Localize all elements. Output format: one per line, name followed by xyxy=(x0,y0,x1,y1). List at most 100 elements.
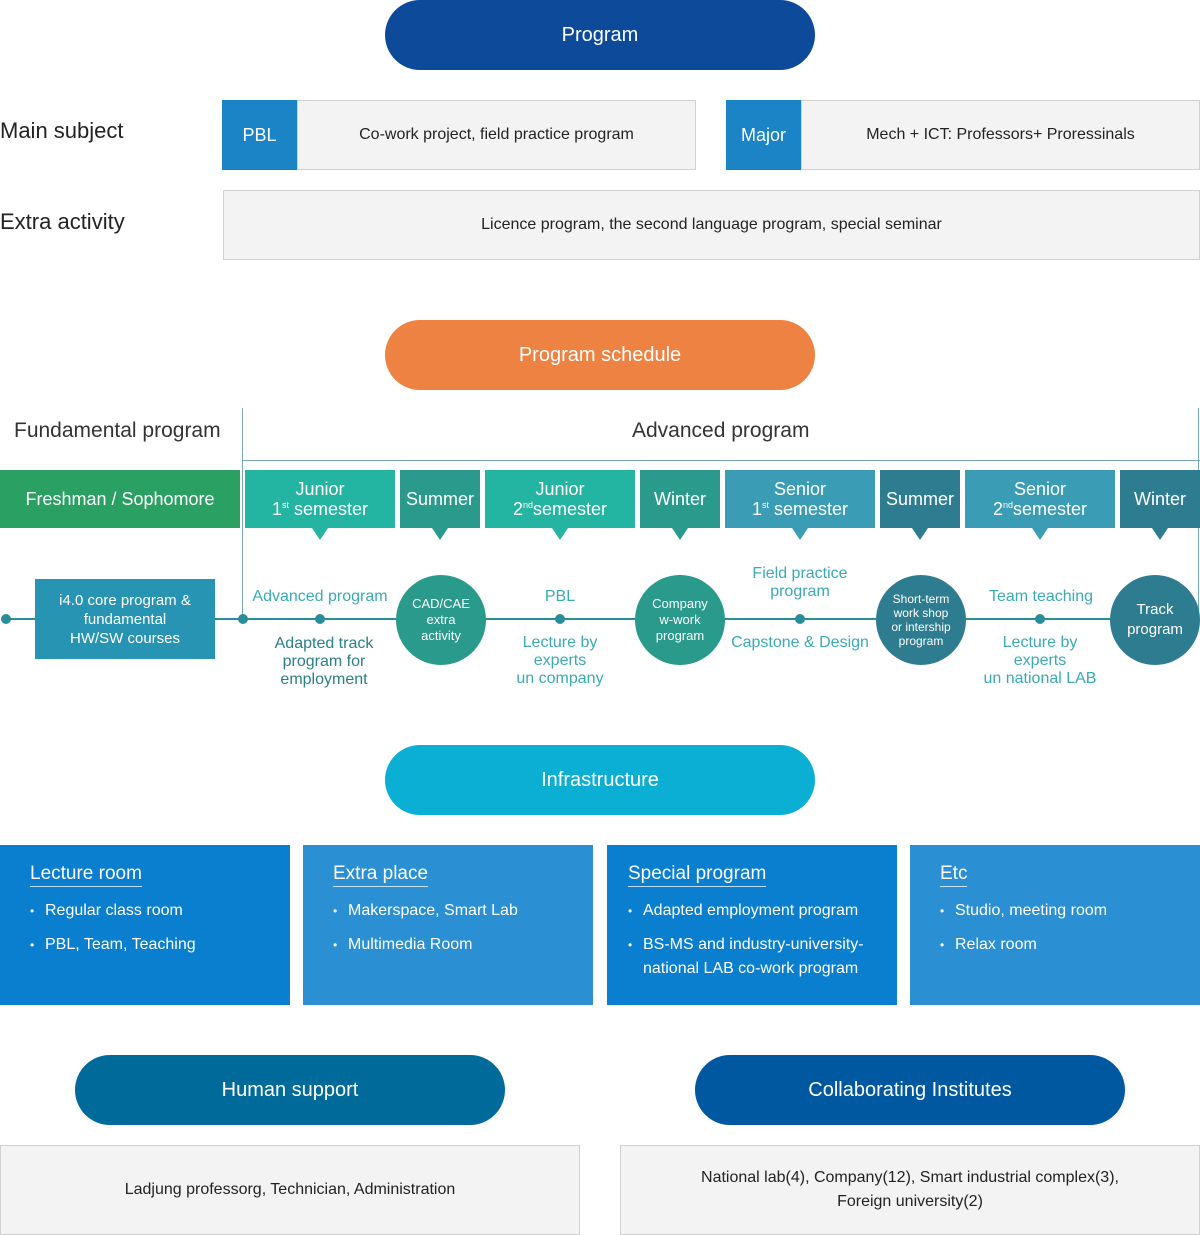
program-header: Program xyxy=(385,0,815,70)
extra-activity-description: Licence program, the second language pro… xyxy=(223,190,1200,260)
list-item: Studio, meeting room xyxy=(940,899,1200,923)
tab-senior-1st-sem: semester xyxy=(769,499,849,519)
list-item-line-2: national LAB co-work program xyxy=(643,960,859,977)
lecture-company-line-1: Lecture by xyxy=(522,634,598,651)
tab-junior-2nd: Junior 2ndsemester xyxy=(485,470,635,540)
major-description: Mech + ICT: Professors+ Proressinals xyxy=(801,100,1200,170)
collaborating-description: National lab(4), Company(12), Smart indu… xyxy=(620,1145,1200,1235)
major-tag: Major xyxy=(726,100,801,170)
adapted-line-2: program for xyxy=(282,653,366,670)
tab-senior-2nd-sup: nd xyxy=(1002,500,1013,510)
cad-line-2: extra xyxy=(426,612,456,627)
tab-pointer xyxy=(552,528,568,540)
advanced-program-label: Advanced program xyxy=(632,419,810,442)
lecture-company-line-2: experts xyxy=(533,652,587,669)
schedule-title: Program schedule xyxy=(518,343,682,366)
fundamental-divider xyxy=(242,408,243,622)
list-item: BS-MS and industry-university-national L… xyxy=(628,933,897,981)
list-item: Adapted employment program xyxy=(628,899,897,923)
list-item: Makerspace, Smart Lab xyxy=(333,899,593,923)
tab-senior-1st-sup: st xyxy=(761,500,769,510)
timeline-line xyxy=(5,618,1195,620)
short-line-3: or intership xyxy=(891,620,951,634)
infra-card-title: Extra place xyxy=(333,863,429,887)
tab-summer-2: Summer xyxy=(880,470,960,540)
infra-card-extra-place: Extra place Makerspace, Smart Lab Multim… xyxy=(303,845,593,1005)
collaborating-title: Collaborating Institutes xyxy=(808,1078,1012,1101)
tab-junior-2nd-sup: nd xyxy=(522,500,533,510)
schedule-header: Program schedule xyxy=(385,320,815,390)
tab-summer-1-label: Summer xyxy=(405,489,474,509)
timeline-dot xyxy=(795,614,805,624)
track-line-1: Track xyxy=(1136,601,1174,618)
tab-junior-2nd-word: Junior xyxy=(535,479,585,499)
tab-junior-1st-sup: st xyxy=(281,500,289,510)
short-line-1: Short-term xyxy=(892,592,950,606)
label-team-teaching: Team teaching xyxy=(988,588,1094,605)
timeline-dot xyxy=(555,614,565,624)
fundamental-program-label: Fundamental program xyxy=(14,419,221,442)
adapted-line-1: Adapted track xyxy=(274,635,374,652)
circle-track-program: Track program xyxy=(1110,575,1200,665)
list-item-line-1: BS-MS and industry-university- xyxy=(643,936,864,953)
infra-card-list: Adapted employment program BS-MS and ind… xyxy=(628,899,897,981)
infrastructure-header: Infrastructure xyxy=(385,745,815,815)
adapted-line-3: employment xyxy=(280,671,368,688)
tab-senior-1st-word: Senior xyxy=(773,479,827,499)
tab-summer-2-label: Summer xyxy=(885,489,954,509)
company-line-1: Company xyxy=(652,596,708,611)
tab-pointer xyxy=(1152,528,1168,540)
field-line-1: Field practice xyxy=(752,565,848,582)
tab-senior-2nd: Senior 2ndsemester xyxy=(965,470,1115,540)
tab-junior-2nd-sem: semester xyxy=(533,499,608,519)
timeline-dot xyxy=(238,614,248,624)
advanced-header-line xyxy=(242,460,1200,461)
infra-card-title: Lecture room xyxy=(30,863,142,887)
field-line-2: program xyxy=(770,583,830,600)
tab-pointer xyxy=(912,528,928,540)
tab-winter-1-label: Winter xyxy=(653,489,706,509)
infra-card-title: Etc xyxy=(940,863,968,887)
lecture-lab-line-2: experts xyxy=(1013,652,1067,669)
timeline-dot xyxy=(1035,614,1045,624)
main-subject-label: Main subject xyxy=(0,118,124,143)
tab-junior-2nd-num: 2 xyxy=(512,499,523,519)
tab-senior-2nd-sem: semester xyxy=(1013,499,1088,519)
infra-card-etc: Etc Studio, meeting room Relax room xyxy=(910,845,1200,1005)
tab-pointer xyxy=(432,528,448,540)
tab-junior-1st-word: Junior xyxy=(295,479,345,499)
cad-line-3: activity xyxy=(421,628,461,643)
tab-senior-2nd-num: 2 xyxy=(992,499,1003,519)
infra-card-lecture-room: Lecture room Regular class room PBL, Tea… xyxy=(0,845,290,1005)
short-line-2: work shop xyxy=(893,606,949,620)
tab-winter-2: Winter xyxy=(1120,470,1200,540)
tab-winter-2-label: Winter xyxy=(1133,489,1186,509)
tab-pointer xyxy=(312,528,328,540)
collaborating-line-2: Foreign university(2) xyxy=(837,1193,983,1210)
human-support-title: Human support xyxy=(221,1078,359,1101)
label-capstone: Capstone & Design xyxy=(731,634,869,651)
core-line-3: HW/SW courses xyxy=(69,629,180,647)
infra-card-list: Studio, meeting room Relax room xyxy=(940,899,1200,957)
human-support-description: Ladjung professorg, Technician, Administ… xyxy=(0,1145,580,1235)
list-item: Multimedia Room xyxy=(333,933,593,957)
collaborating-line-1: National lab(4), Company(12), Smart indu… xyxy=(701,1169,1119,1186)
tab-pointer xyxy=(1032,528,1048,540)
tab-senior-2nd-word: Senior xyxy=(1013,479,1067,499)
pbl-description: Co-work project, field practice program xyxy=(297,100,696,170)
track-line-2: program xyxy=(1127,621,1183,638)
short-line-4: program xyxy=(898,634,944,648)
timeline-dot xyxy=(315,614,325,624)
tab-pointer xyxy=(792,528,808,540)
tab-winter-1: Winter xyxy=(640,470,720,540)
company-line-3: program xyxy=(655,628,705,643)
infrastructure-title: Infrastructure xyxy=(541,768,659,791)
timeline-dot xyxy=(1,614,11,624)
label-advanced-program: Advanced program xyxy=(252,588,388,605)
